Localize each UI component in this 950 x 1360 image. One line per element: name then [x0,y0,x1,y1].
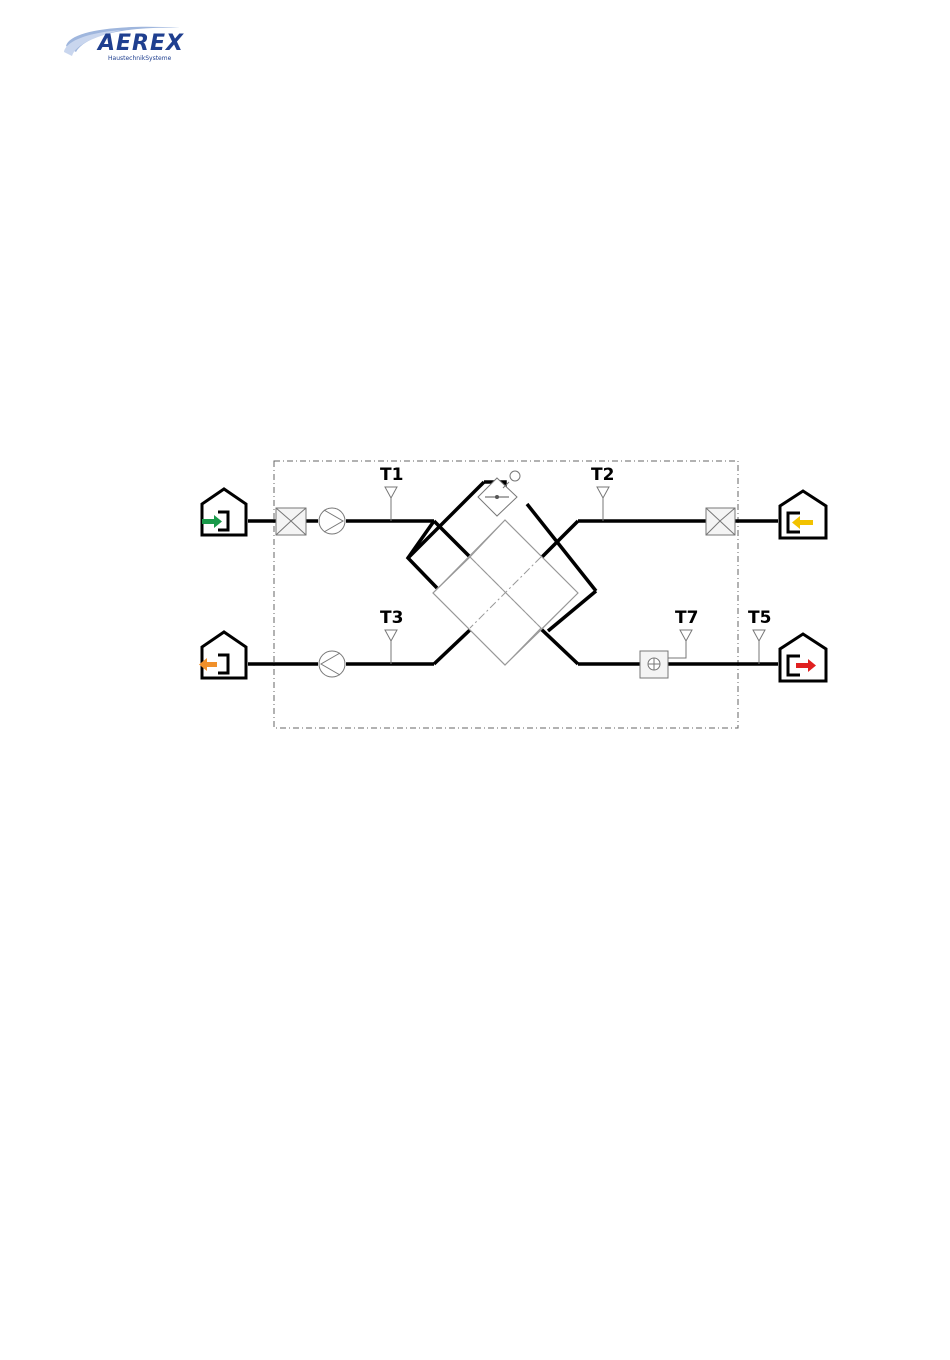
sensor-label-t1: T1 [380,465,403,485]
fan-icon [319,651,345,677]
fan-icon [319,508,345,534]
temperature-sensor-icon [597,487,609,521]
temperature-sensor-icon [753,630,765,664]
sensor-label-t3: T3 [380,608,403,628]
bypass-damper-icon [478,471,520,516]
sensor-label-t5: T5 [748,608,771,628]
heater-icon [640,651,668,678]
filter-icon [276,508,306,535]
filter-icon [706,508,735,535]
temperature-sensor-icon [668,630,692,658]
temperature-sensor-icon [385,487,397,521]
sensor-label-t7: T7 [675,608,698,628]
sensor-label-t2: T2 [591,465,614,485]
temperature-sensor-icon [385,630,397,664]
